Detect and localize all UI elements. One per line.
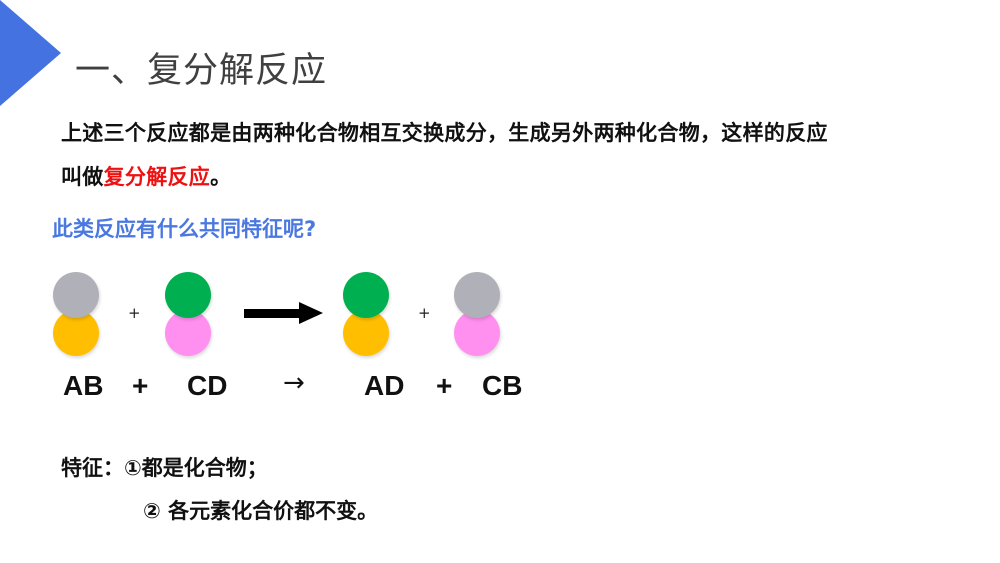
definition-line-1: 上述三个反应都是由两种化合物相互交换成分，生成另外两种化合物，这样的反应 — [61, 121, 828, 145]
equation-arrow: → — [283, 368, 305, 398]
feature-item-2: ② 各元素化合价都不变。 — [143, 499, 379, 523]
equation-plus-2: + — [436, 370, 453, 401]
reaction-arrow-shaft — [244, 309, 300, 318]
equation-product-2: CB — [482, 370, 523, 401]
feature-item-1: ①都是化合物； — [124, 456, 268, 480]
equation-reactant-1: AB — [63, 370, 104, 401]
reaction-arrow-icon — [299, 302, 323, 324]
equation-reactant-2: CD — [187, 370, 228, 401]
features-line-1: 特征：①都是化合物； — [61, 452, 268, 482]
equation-plus-1: + — [132, 370, 149, 401]
definition-suffix: 。 — [210, 165, 232, 189]
diagram-plus-2: + — [418, 304, 431, 322]
features-label: 特征： — [61, 456, 124, 480]
definition-term: 复分解反应 — [103, 165, 211, 189]
equation-product-1: AD — [364, 370, 405, 401]
atom-a-circle — [454, 272, 500, 318]
definition-line-2: 叫做复分解反应。 — [61, 161, 231, 191]
slide-title: 一、复分解反应 — [75, 51, 328, 91]
atom-c-circle — [343, 272, 389, 318]
atom-c-circle — [165, 272, 211, 318]
atom-a-circle — [53, 272, 99, 318]
question-text: 此类反应有什么共同特征呢? — [52, 217, 317, 241]
diagram-plus-1: + — [128, 304, 141, 322]
title-triangle-marker — [0, 0, 61, 106]
definition-prefix: 叫做 — [61, 165, 104, 189]
